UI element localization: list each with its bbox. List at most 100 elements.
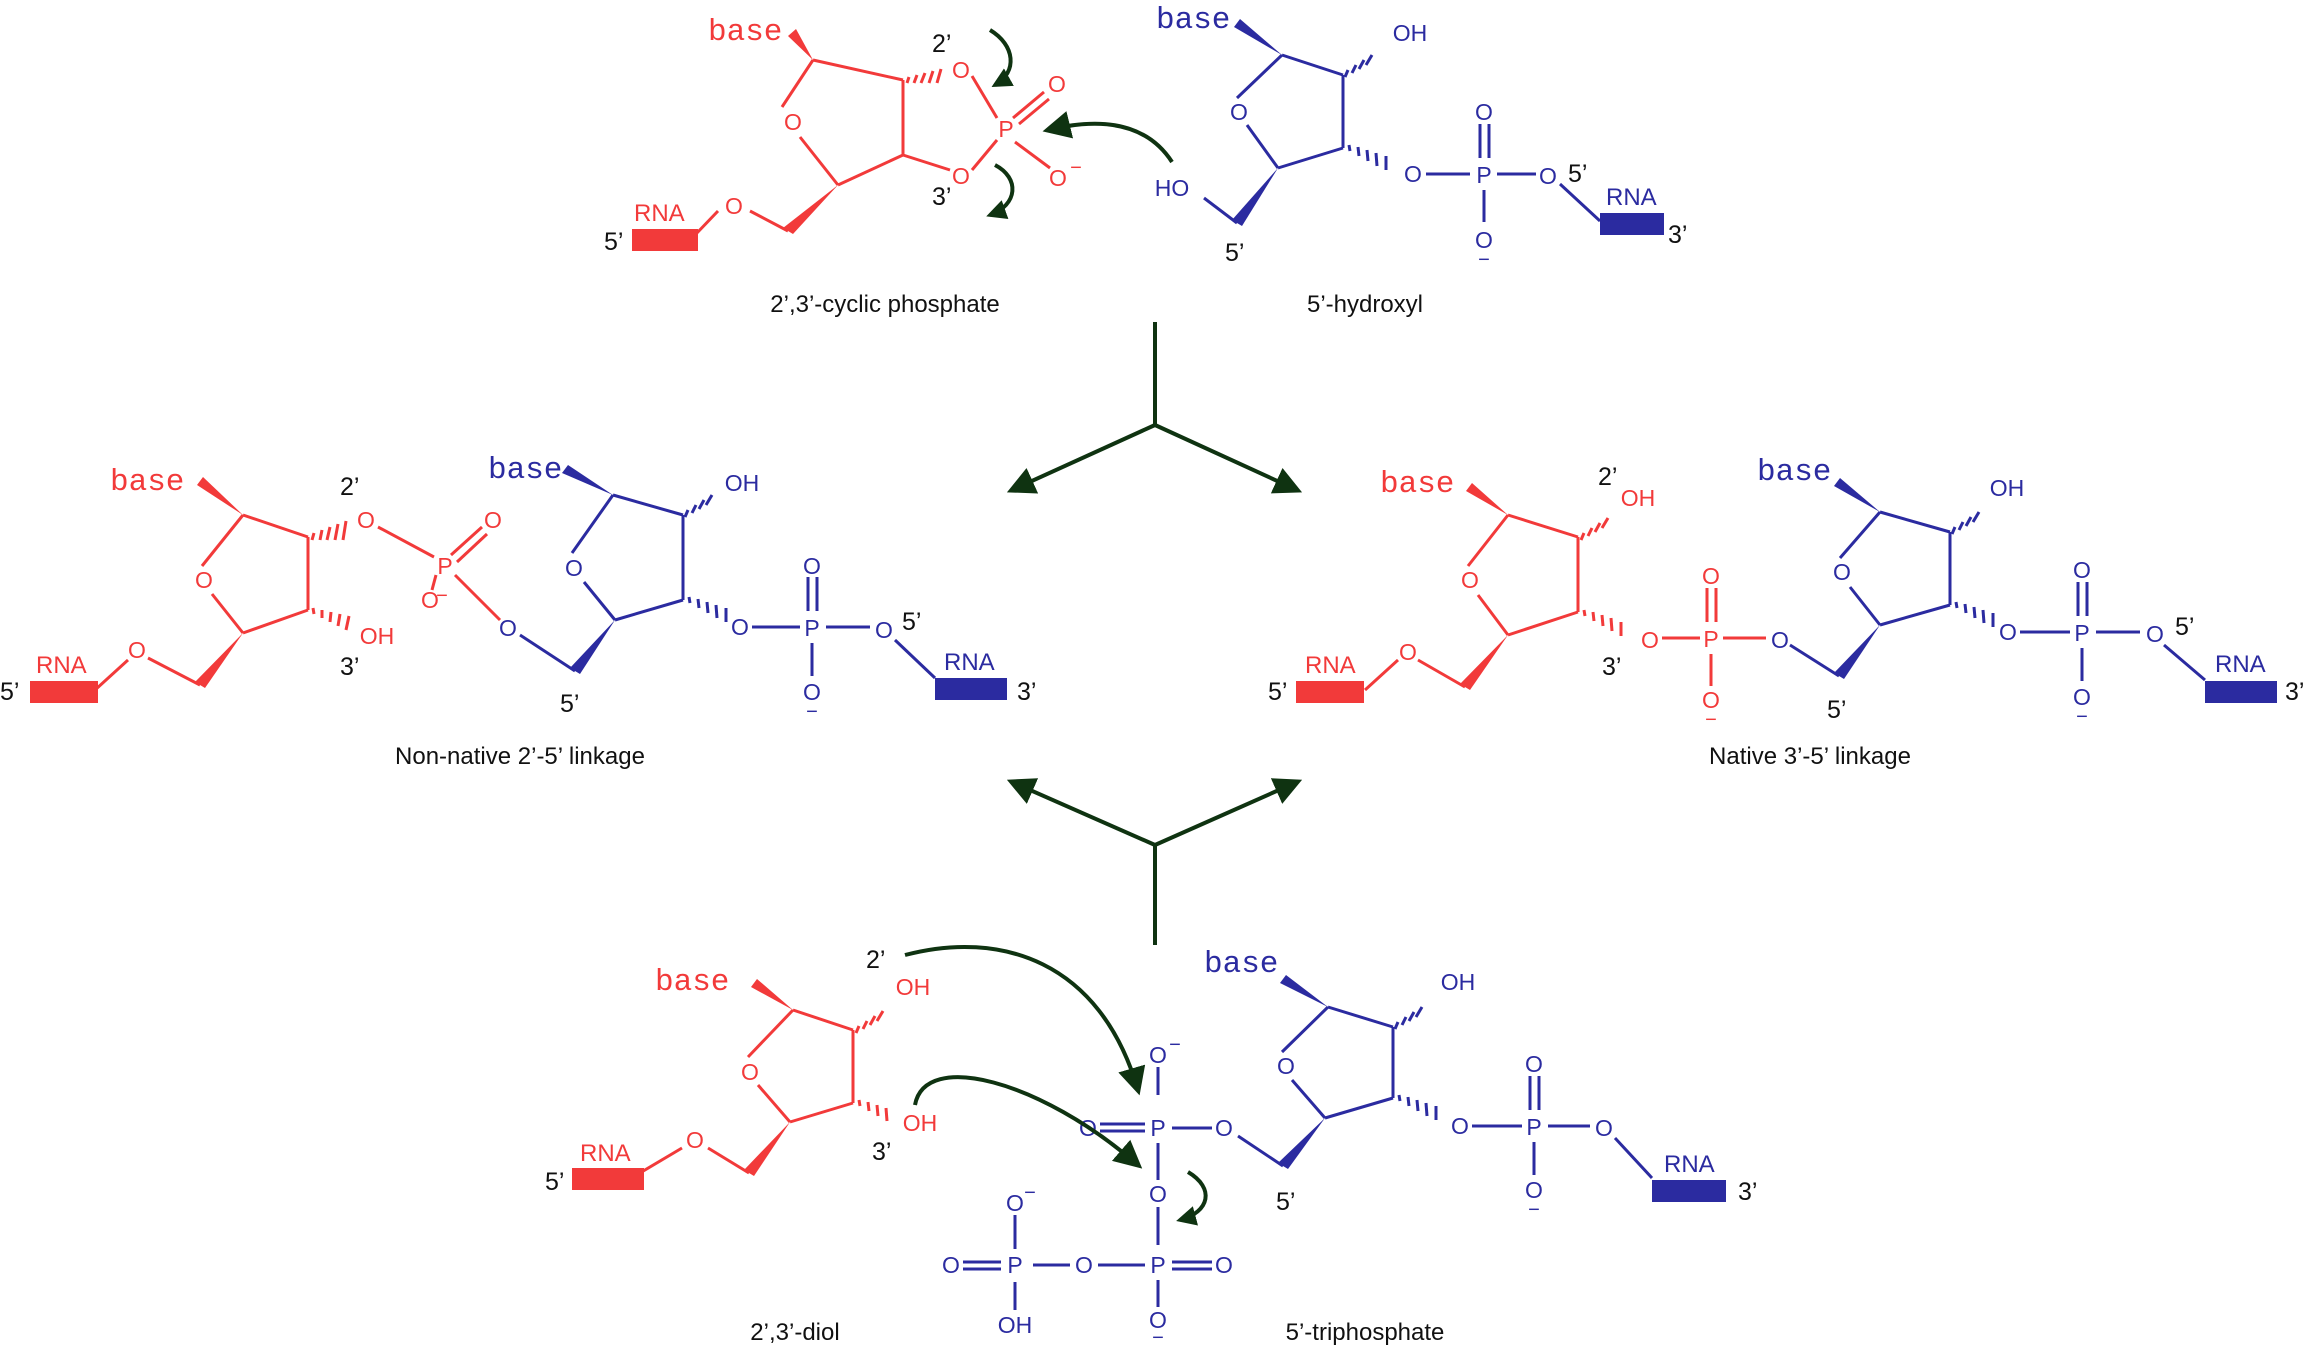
curved-arrow bbox=[1042, 111, 1174, 164]
svg-text:O: O bbox=[1999, 619, 2017, 645]
svg-text:O: O bbox=[942, 1252, 960, 1278]
svg-text:O: O bbox=[803, 679, 821, 705]
svg-text:5’: 5’ bbox=[2175, 613, 2194, 641]
svg-text:−: − bbox=[436, 585, 448, 607]
reaction-arrows bbox=[1006, 322, 1303, 945]
svg-text:−: − bbox=[1705, 709, 1717, 731]
caption-nonnative: Non-native 2’-5’ linkage bbox=[395, 743, 645, 770]
svg-text:O: O bbox=[1475, 227, 1493, 253]
svg-text:OH: OH bbox=[1393, 20, 1428, 46]
svg-text:O: O bbox=[1049, 165, 1067, 191]
svg-text:O: O bbox=[1075, 1252, 1093, 1278]
svg-text:O: O bbox=[195, 567, 213, 593]
svg-text:O: O bbox=[357, 507, 375, 533]
svg-text:3’: 3’ bbox=[340, 653, 359, 681]
svg-text:O: O bbox=[1771, 627, 1789, 653]
svg-text:OH: OH bbox=[1990, 475, 2025, 501]
rna-label: RNA bbox=[944, 649, 995, 676]
base-label: base bbox=[488, 453, 562, 488]
svg-text:O: O bbox=[1702, 563, 1720, 589]
svg-text:O: O bbox=[1461, 567, 1479, 593]
svg-text:O: O bbox=[1149, 1307, 1167, 1333]
base-label: base bbox=[1757, 455, 1831, 490]
svg-text:3’: 3’ bbox=[1602, 653, 1621, 681]
svg-text:O: O bbox=[1525, 1051, 1543, 1077]
caption-cyclic-phosphate: 2’,3’-cyclic phosphate bbox=[770, 291, 999, 318]
svg-text:−: − bbox=[1169, 1034, 1181, 1056]
rna-label: RNA bbox=[36, 652, 87, 679]
svg-text:O: O bbox=[952, 163, 970, 189]
svg-text:2’: 2’ bbox=[340, 473, 359, 501]
svg-text:5’: 5’ bbox=[560, 690, 579, 718]
svg-text:OH: OH bbox=[725, 470, 760, 496]
curved-arrow bbox=[988, 28, 1014, 87]
base-label: base bbox=[1380, 467, 1454, 502]
svg-text:O: O bbox=[1539, 163, 1557, 189]
svg-text:5’: 5’ bbox=[902, 608, 921, 636]
svg-text:3’: 3’ bbox=[1668, 221, 1687, 249]
svg-text:P: P bbox=[804, 615, 819, 641]
svg-text:O: O bbox=[2073, 684, 2091, 710]
nonnative-linkage-molecule: O O P O O − OH O base RNA 5’ 2’ 3’ bbox=[0, 453, 1036, 723]
svg-text:O: O bbox=[1277, 1053, 1295, 1079]
hydroxyl-molecule: O OH O P O O − O HO base RNA 3’ 5’ 5’ bbox=[1155, 3, 1688, 271]
svg-text:−: − bbox=[1024, 1182, 1036, 1204]
svg-text:O: O bbox=[2146, 621, 2164, 647]
svg-text:5’: 5’ bbox=[1276, 1188, 1295, 1216]
svg-text:P: P bbox=[998, 116, 1013, 142]
svg-text:O: O bbox=[1230, 99, 1248, 125]
svg-text:OH: OH bbox=[896, 974, 931, 1000]
svg-text:3’: 3’ bbox=[872, 1138, 891, 1166]
caption-hydroxyl: 5’-hydroxyl bbox=[1307, 291, 1423, 318]
base-label: base bbox=[655, 965, 729, 1000]
rna-label: RNA bbox=[2215, 651, 2266, 678]
svg-text:2’: 2’ bbox=[932, 30, 951, 58]
rna-label: RNA bbox=[1305, 652, 1356, 679]
caption-native: Native 3’-5’ linkage bbox=[1709, 743, 1911, 770]
svg-text:O: O bbox=[2073, 557, 2091, 583]
svg-text:O: O bbox=[1475, 99, 1493, 125]
svg-text:P: P bbox=[2074, 620, 2089, 646]
svg-text:O: O bbox=[1702, 687, 1720, 713]
svg-text:2’: 2’ bbox=[1598, 463, 1617, 491]
svg-text:O: O bbox=[784, 109, 802, 135]
svg-text:O: O bbox=[128, 637, 146, 663]
rna-label: RNA bbox=[1664, 1151, 1715, 1178]
svg-text:−: − bbox=[1478, 249, 1490, 271]
svg-text:3’: 3’ bbox=[2285, 678, 2304, 706]
base-label: base bbox=[1204, 947, 1278, 982]
svg-text:5’: 5’ bbox=[1827, 696, 1846, 724]
curved-arrow bbox=[913, 1075, 1143, 1169]
svg-text:P: P bbox=[1007, 1252, 1022, 1278]
svg-text:O: O bbox=[875, 617, 893, 643]
base-label: base bbox=[708, 15, 782, 50]
svg-text:−: − bbox=[806, 701, 818, 723]
caption-diol: 2’,3’-diol bbox=[750, 1319, 839, 1346]
svg-text:OH: OH bbox=[360, 623, 395, 649]
svg-text:P: P bbox=[1150, 1115, 1165, 1141]
svg-text:3’: 3’ bbox=[1738, 1178, 1757, 1206]
svg-text:P: P bbox=[1476, 162, 1491, 188]
svg-text:P: P bbox=[1526, 1114, 1541, 1140]
curved-arrow bbox=[1176, 1170, 1208, 1226]
svg-text:O: O bbox=[1215, 1115, 1233, 1141]
curved-arrow bbox=[986, 163, 1015, 220]
svg-text:O: O bbox=[1595, 1115, 1613, 1141]
triphosphate-molecule: P O − O O O P O O − O P O − O OH bbox=[942, 947, 1757, 1348]
caption-triphosphate: 5’-triphosphate bbox=[1286, 1319, 1445, 1346]
svg-text:O: O bbox=[1006, 1190, 1024, 1216]
rna-label: RNA bbox=[580, 1140, 631, 1167]
svg-text:−: − bbox=[2076, 706, 2088, 728]
rna-label: RNA bbox=[1606, 184, 1657, 211]
svg-text:P: P bbox=[437, 553, 452, 579]
svg-text:HO: HO bbox=[1155, 175, 1190, 201]
svg-text:5’: 5’ bbox=[604, 228, 623, 256]
svg-text:P: P bbox=[1703, 626, 1718, 652]
svg-text:5’: 5’ bbox=[0, 678, 19, 706]
native-linkage-molecule: O OH O P O O − O base RNA 5’ 2’ 3’ bbox=[1268, 455, 2304, 731]
svg-text:−: − bbox=[1152, 1327, 1164, 1348]
svg-text:3’: 3’ bbox=[932, 183, 951, 211]
svg-text:O: O bbox=[484, 507, 502, 533]
svg-text:OH: OH bbox=[1621, 485, 1656, 511]
